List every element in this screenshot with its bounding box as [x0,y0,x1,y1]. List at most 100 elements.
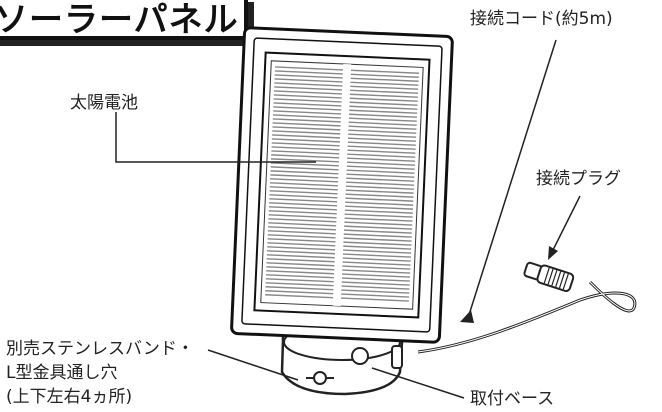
cell-line [341,285,410,290]
label-plug: 接続プラグ [536,169,621,189]
cell-line [342,265,411,270]
cell-line [347,153,416,158]
cell-line [350,73,419,78]
leader-solar-cell [115,112,316,163]
cell-line [343,249,412,254]
cell-line [345,197,414,202]
connection-cord [417,280,637,354]
cell-line [265,290,334,295]
cell-line [266,266,335,271]
cell-line [343,229,412,234]
cell-line [348,133,417,138]
cell-line [340,297,409,302]
cell-line [272,134,341,139]
cell-line [267,234,336,239]
cell-line [348,121,417,126]
cell-line [268,210,337,215]
cell-line [270,170,339,175]
cell-line [345,189,414,194]
cell-line [341,277,410,282]
cell-line [341,281,410,286]
cell-line [268,226,337,231]
cell-line [270,178,339,183]
cell-line [271,154,340,159]
cell-line [267,238,336,243]
label-cord: 接続コード(約5m) [470,9,613,29]
cell-line [343,233,412,238]
cell-line [270,158,339,163]
cell-line [271,146,340,151]
cell-line [270,166,339,171]
cell-line [270,162,339,167]
solar-panel [230,26,454,344]
cell-line [269,190,338,195]
cell-line [265,278,334,283]
cell-line [268,218,337,223]
cell-line [269,202,338,207]
cell-line [344,209,413,214]
cell-line [343,237,412,242]
label-band-line2: L型金具通し穴 [6,363,118,383]
cell-line [345,185,414,190]
cell-line [349,113,418,118]
cell-line [349,93,418,98]
leader-plug [551,195,581,253]
cell-line [341,289,410,294]
cell-line [343,241,412,246]
cell-line [265,282,334,287]
cell-line [346,181,415,186]
label-band-line3: (上下左右4ヵ所) [6,387,133,407]
page-title: ソーラーパネル [0,0,239,40]
cell-line [269,194,338,199]
cell-line [267,242,336,247]
cell-line [275,66,344,71]
cell-line [343,245,412,250]
cell-line [274,74,343,79]
cell-line [349,109,418,114]
cell-line [274,78,343,83]
cell-line [273,102,342,107]
connection-plug [523,261,575,293]
cell-line [266,262,335,267]
cell-line [347,145,416,150]
cell-line [344,213,413,218]
leader-base [371,367,465,399]
cell-line [342,253,411,258]
cell-line [274,82,343,87]
cell-line [345,193,414,198]
cell-line [274,70,343,75]
cell-line [267,246,336,251]
cell-line [273,110,342,115]
leader-cord [467,39,557,319]
cell-line [347,149,416,154]
cell-line [345,201,414,206]
cell-line [344,217,413,222]
cell-line [274,86,343,91]
cell-line [269,182,338,187]
cell-line [344,221,413,226]
cell-line [267,230,336,235]
cell-line [350,69,419,74]
cell-line [350,81,419,86]
cell-line [347,137,416,142]
cell-line [342,269,411,274]
cell-line [348,117,417,122]
cell-line [271,138,340,143]
cell-line [349,105,418,110]
cell-line [266,270,335,275]
cell-line [347,141,416,146]
cell-line [272,114,341,119]
cell-line [348,129,417,134]
cell-line [344,225,413,230]
cell-line [273,106,342,111]
cell-line [265,294,334,299]
cell-line [350,77,419,82]
cell-line [349,101,418,106]
cell-line [273,98,342,103]
cell-line [272,126,341,131]
cell-line [342,257,411,262]
cell-line [266,250,335,255]
cell-line [272,118,341,123]
cell-line [271,150,340,155]
